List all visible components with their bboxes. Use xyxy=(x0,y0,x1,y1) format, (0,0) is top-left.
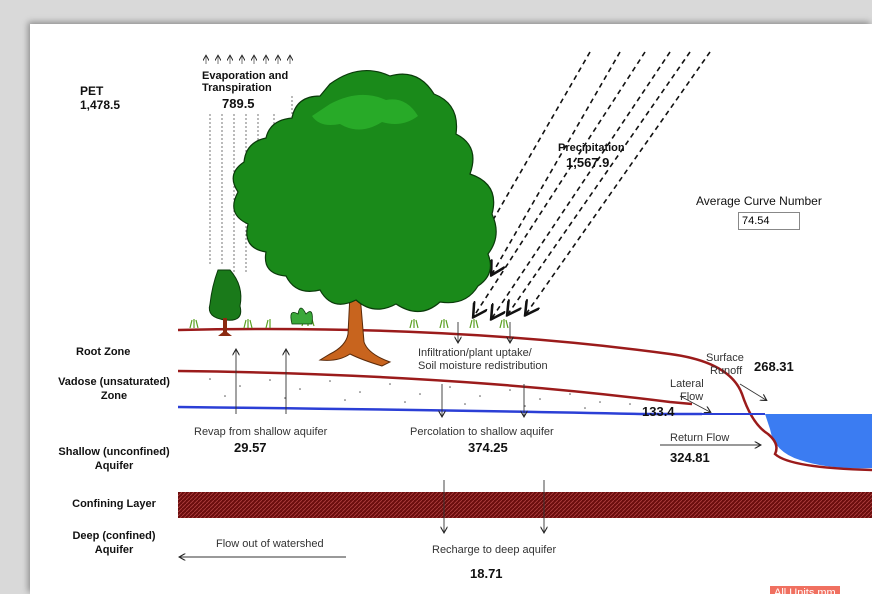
confining-layer-band xyxy=(178,492,872,518)
recharge-value: 18.71 xyxy=(470,566,503,581)
shrub xyxy=(290,307,313,325)
revap-arrows xyxy=(236,350,286,414)
lateral-flow-label-line1: Lateral xyxy=(670,378,704,390)
diagram-graphics xyxy=(177,51,872,594)
et-title-line1: Evaporation and xyxy=(202,70,289,82)
revap-label: Revap from shallow aquifer xyxy=(194,426,328,438)
lateral-flow-arrow xyxy=(679,395,710,412)
lateral-flow-label-line2: Flow xyxy=(680,391,704,403)
units-badge: All Units mm xyxy=(770,586,840,594)
shallow-aquifer-label-line2: Aquifer xyxy=(94,460,134,472)
tree-canopy xyxy=(232,70,497,313)
lateral-flow-value: 133.4 xyxy=(642,404,675,419)
root-zone-boundary xyxy=(177,369,693,406)
recharge-label: Recharge to deep aquifer xyxy=(432,544,557,556)
percolation-label: Percolation to shallow aquifer xyxy=(410,426,554,438)
return-flow-value: 324.81 xyxy=(670,450,710,465)
tree-canopy-highlight xyxy=(312,94,418,130)
surface-runoff-arrow xyxy=(739,383,766,400)
surface-runoff-label-line2: Runoff xyxy=(710,365,743,377)
revap-value: 29.57 xyxy=(234,440,267,455)
surface-runoff-label-line1: Surface xyxy=(706,352,744,364)
et-title-line2: Transpiration xyxy=(202,82,272,94)
root-zone-label: Root Zone xyxy=(76,346,131,358)
hydrologic-cycle-diagram: PET 1,478.5 Evaporation and Transpiratio… xyxy=(30,24,872,594)
vadose-zone-label-line1: Vadose (unsaturated) xyxy=(58,376,170,388)
ground-surface-line xyxy=(177,327,872,472)
acn-value-field: 74.54 xyxy=(738,212,800,230)
pet-title: PET xyxy=(80,84,104,98)
infiltration-label-line2: Soil moisture redistribution xyxy=(418,360,548,372)
percolation-value: 374.25 xyxy=(468,440,508,455)
vadose-zone-label-line2: Zone xyxy=(100,390,128,402)
tree-trunk xyxy=(318,293,392,367)
vadose-dots xyxy=(209,378,631,409)
et-value: 789.5 xyxy=(222,96,255,111)
deep-aquifer-label-line1: Deep (confined) xyxy=(72,530,156,542)
confining-layer-label: Confining Layer xyxy=(72,498,156,510)
infiltration-label-line1: Infiltration/plant uptake/ xyxy=(418,347,532,359)
water-table-line xyxy=(177,405,702,416)
surface-runoff-value: 268.31 xyxy=(754,359,794,374)
small-tree-canopy xyxy=(208,269,242,321)
precipitation-arrows xyxy=(474,51,711,318)
stream-water xyxy=(765,414,872,469)
return-flow-label: Return Flow xyxy=(670,432,730,444)
pet-value: 1,478.5 xyxy=(80,98,121,112)
small-tree-trunk xyxy=(218,318,232,336)
flow-out-label: Flow out of watershed xyxy=(216,538,324,550)
percolation-arrows xyxy=(442,384,524,416)
precip-value: 1,567.9 xyxy=(566,155,610,170)
recharge-arrows xyxy=(444,480,544,532)
precip-title: Precipitation xyxy=(558,142,625,154)
shallow-aquifer-label-line1: Shallow (unconfined) xyxy=(58,446,170,458)
deep-aquifer-label-line2: Aquifer xyxy=(94,544,134,556)
acn-title: Average Curve Number xyxy=(696,194,822,208)
infiltration-arrows xyxy=(458,322,510,342)
